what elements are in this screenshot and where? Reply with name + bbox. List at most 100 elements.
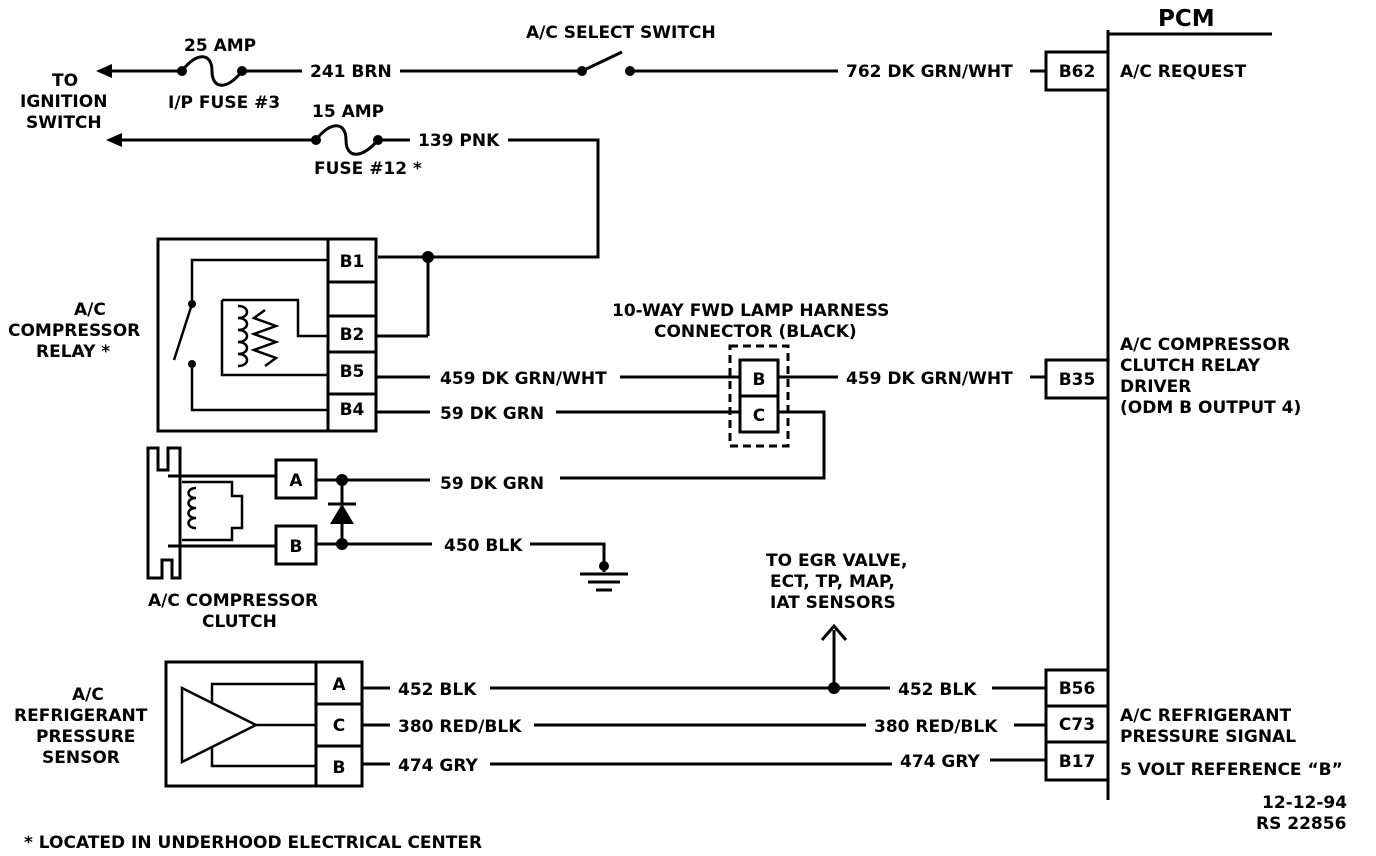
egr-branch: TO EGR VALVE, ECT, TP, MAP, IAT SENSORS <box>766 551 907 688</box>
ignition-label: TO <box>52 71 78 91</box>
footer-ref: RS 22856 <box>1256 814 1346 834</box>
footer-date: 12-12-94 <box>1262 793 1347 813</box>
diode-icon <box>330 504 354 524</box>
relay-pin-label: B5 <box>340 362 365 382</box>
wire-label: 380 RED/BLK <box>874 717 998 737</box>
relay-resistor-icon <box>250 308 280 368</box>
relay-label: RELAY * <box>36 342 110 362</box>
sensor-pin-label: A <box>332 675 346 695</box>
egr-note: TO EGR VALVE, <box>766 551 907 571</box>
pcm-pin-label: B56 <box>1059 679 1096 699</box>
relay-switch-feed <box>190 258 328 300</box>
wire-450 <box>530 542 606 572</box>
pcm-desc: DRIVER <box>1120 377 1191 397</box>
sensor-pin-label: B <box>333 758 346 778</box>
pcm-pin-b35 <box>1044 358 1110 400</box>
relay-pin-label: B1 <box>340 252 365 272</box>
select-switch-label: A/C SELECT SWITCH <box>526 23 716 43</box>
relay-coil-lead <box>222 298 328 338</box>
switch-blade-icon <box>581 50 623 73</box>
arrow-up-icon <box>820 623 848 641</box>
pcm-desc: PRESSURE SIGNAL <box>1120 727 1296 747</box>
arrow-left-icon <box>96 64 112 78</box>
fuse-rating: 15 AMP <box>312 102 384 122</box>
relay-switch-blade-icon <box>172 303 194 361</box>
compressor-relay: B1 B2 B5 B4 A/C COMPRESSOR RELAY * 459 D… <box>8 237 740 433</box>
sensor-label: A/C <box>72 685 104 705</box>
relay-coil-icon <box>237 304 249 368</box>
egr-note: IAT SENSORS <box>770 593 896 613</box>
pcm-desc: CLUTCH RELAY <box>1120 356 1261 376</box>
clutch-pin-label: A <box>289 471 303 491</box>
relay-coil-frame <box>220 300 282 377</box>
pcm-module: PCM B62 B35 B56 C73 B17 A/C REQUEST A/C … <box>1044 6 1343 800</box>
pcm-pin-label: B17 <box>1059 752 1096 772</box>
wire-label: 474 GRY <box>900 752 981 772</box>
ground-dot <box>599 561 609 571</box>
connector-label: 10-WAY FWD LAMP HARNESS <box>612 301 889 321</box>
connector-pin-label: B <box>753 370 766 390</box>
wire-label: 59 DK GRN <box>440 404 544 424</box>
wire-label: 59 DK GRN <box>440 474 544 494</box>
fuse-rating: 25 AMP <box>184 36 256 56</box>
pressure-sensor: A C B A/C REFRIGERANT PRESSURE SENSOR 45… <box>14 660 1046 788</box>
pcm-pin-label: B62 <box>1059 62 1096 82</box>
wire-label: 241 BRN <box>310 62 392 82</box>
clutch-label: CLUTCH <box>202 612 277 632</box>
relay-label: A/C <box>74 300 106 320</box>
wire-139-route <box>378 138 600 259</box>
pcm-desc: A/C REFRIGERANT <box>1120 706 1292 726</box>
sensor-amplifier-icon <box>180 685 259 765</box>
wire-label: 474 GRY <box>398 756 479 776</box>
connector-pin-c <box>738 394 780 434</box>
clutch-label: A/C COMPRESSOR <box>148 591 318 611</box>
pcm-pin-label: B35 <box>1059 370 1096 390</box>
ignition-feeds: TO IGNITION SWITCH 25 AMP I/P FUSE #3 24… <box>20 23 1046 259</box>
wire-label: 450 BLK <box>444 536 523 556</box>
relay-label: COMPRESSOR <box>8 321 140 341</box>
pcm-desc: 5 VOLT REFERENCE “B” <box>1120 760 1343 780</box>
clutch-housing-icon <box>146 446 182 580</box>
wire-label: 380 RED/BLK <box>398 717 522 737</box>
connector-outline <box>728 344 790 448</box>
connector-label: CONNECTOR (BLACK) <box>654 322 857 342</box>
pcm-desc: A/C REQUEST <box>1120 62 1247 82</box>
egr-note: ECT, TP, MAP, <box>770 572 895 592</box>
fuse-15a-icon <box>314 124 380 156</box>
wire-label: 452 BLK <box>398 680 477 700</box>
sensor-lead-b <box>210 747 316 768</box>
wire-label: 459 DK GRN/WHT <box>440 369 607 389</box>
pcm-title: PCM <box>1158 6 1215 32</box>
wire-59-route <box>560 410 826 480</box>
compressor-clutch: A B A/C COMPRESSOR CLUTCH 59 DK GRN 450 … <box>146 446 628 632</box>
wire-label: 459 DK GRN/WHT <box>846 369 1013 389</box>
relay-pin-label: B4 <box>340 400 365 420</box>
pcm-desc: (ODM B OUTPUT 4) <box>1120 398 1301 418</box>
sensor-label: SENSOR <box>42 748 120 768</box>
pcm-desc: A/C COMPRESSOR <box>1120 335 1290 355</box>
ignition-label: IGNITION <box>20 92 107 112</box>
sensor-label: REFRIGERANT <box>14 706 148 726</box>
fuse-25a-icon <box>180 55 244 87</box>
ignition-label: SWITCH <box>26 113 102 133</box>
footer-note: * LOCATED IN UNDERHOOD ELECTRICAL CENTER <box>24 833 482 853</box>
fuse-name: I/P FUSE #3 <box>168 93 280 113</box>
arrow-left-icon <box>106 133 122 147</box>
clutch-coil-icon <box>187 486 197 530</box>
relay-pin-label: B2 <box>340 325 365 345</box>
sensor-pin-label: C <box>333 716 345 736</box>
splice-dot <box>422 251 434 263</box>
wire-label: 762 DK GRN/WHT <box>846 62 1013 82</box>
clutch-pin-label: B <box>290 537 303 557</box>
fuse-name: FUSE #12 * <box>314 159 422 179</box>
splice-dot <box>828 682 840 694</box>
relay-contact <box>188 360 196 368</box>
clutch-coil-frame <box>182 480 244 542</box>
relay-switch-out <box>190 368 328 412</box>
wire-label: 139 PNK <box>418 131 500 151</box>
wire-label: 452 BLK <box>898 680 977 700</box>
sensor-lead-a <box>210 682 316 703</box>
lamp-harness-connector: 10-WAY FWD LAMP HARNESS CONNECTOR (BLACK… <box>560 301 1046 480</box>
